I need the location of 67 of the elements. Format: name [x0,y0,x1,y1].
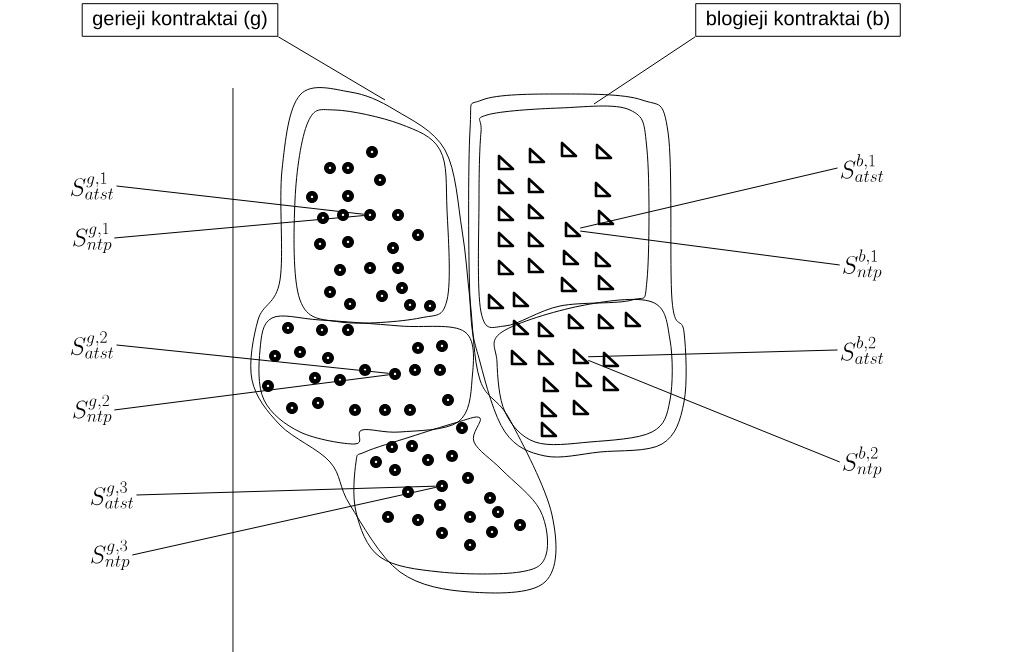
leader-line [116,185,365,215]
triangle [510,349,528,366]
formula-label: $S^{g,1}_{atst}$ [71,172,114,200]
leader-line [579,167,839,229]
formula-label: $S^{g,2}_{ntp}$ [73,394,112,426]
leader-line [113,374,390,411]
triangle [595,143,613,160]
triangle [602,351,620,368]
triangle [497,154,515,171]
leader-line [136,485,437,496]
triangle [527,177,545,194]
triangle [560,141,578,158]
leader-line [587,349,839,358]
leader-line [113,215,365,239]
triangle [597,209,615,226]
region-outline [353,416,549,575]
formula-label: $S^{g,3}_{atst}$ [91,481,134,509]
triangle [528,147,546,164]
triangle [562,249,580,266]
triangle [497,178,515,195]
triangle [527,231,545,248]
triangle [527,203,545,220]
formula-label: $S^{b,1}_{atst}$ [841,154,884,182]
formula-label: $S^{g,3}_{ntp}$ [91,539,130,570]
formula-label: $S^{g,2}_{atst}$ [71,331,114,359]
triangle [594,181,612,198]
group-outline [468,93,687,458]
triangle [527,257,545,274]
label-box: gerieji kontraktai (g) [81,3,279,37]
triangle [512,319,530,336]
leader-line [131,486,437,556]
leader-line [587,359,841,463]
triangle [497,205,515,222]
leader-line [579,230,841,266]
triangle [602,375,620,392]
triangle [497,259,515,276]
formula-label: $S^{b,2}_{ntp}$ [843,446,882,478]
triangle [537,321,555,338]
formula-label: $S^{b,1}_{ntp}$ [843,249,882,281]
triangle [594,251,612,268]
triangle [624,311,642,328]
triangle [572,348,590,365]
label-box: blogieji kontraktai (b) [695,3,901,37]
region-outline [477,105,650,328]
triangle [540,421,558,438]
triangle [564,221,582,238]
triangle [597,274,615,291]
region-outline [293,109,450,324]
triangle [540,401,558,418]
triangle [542,376,560,393]
triangle [572,399,590,416]
triangle [597,313,615,330]
triangle [567,313,585,330]
region-outline [258,315,474,445]
triangle [497,231,515,248]
triangle [560,276,578,293]
leader-line [593,36,696,105]
formula-label: $S^{b,2}_{atst}$ [841,336,884,364]
triangle [512,291,530,308]
triangle [537,349,555,366]
triangle [487,293,505,310]
leader-line [116,344,390,374]
region-outline [493,298,673,446]
leader-line [277,36,386,101]
group-outline [250,87,557,594]
triangle [575,371,593,388]
formula-label: $S^{g,1}_{ntp}$ [73,222,112,254]
